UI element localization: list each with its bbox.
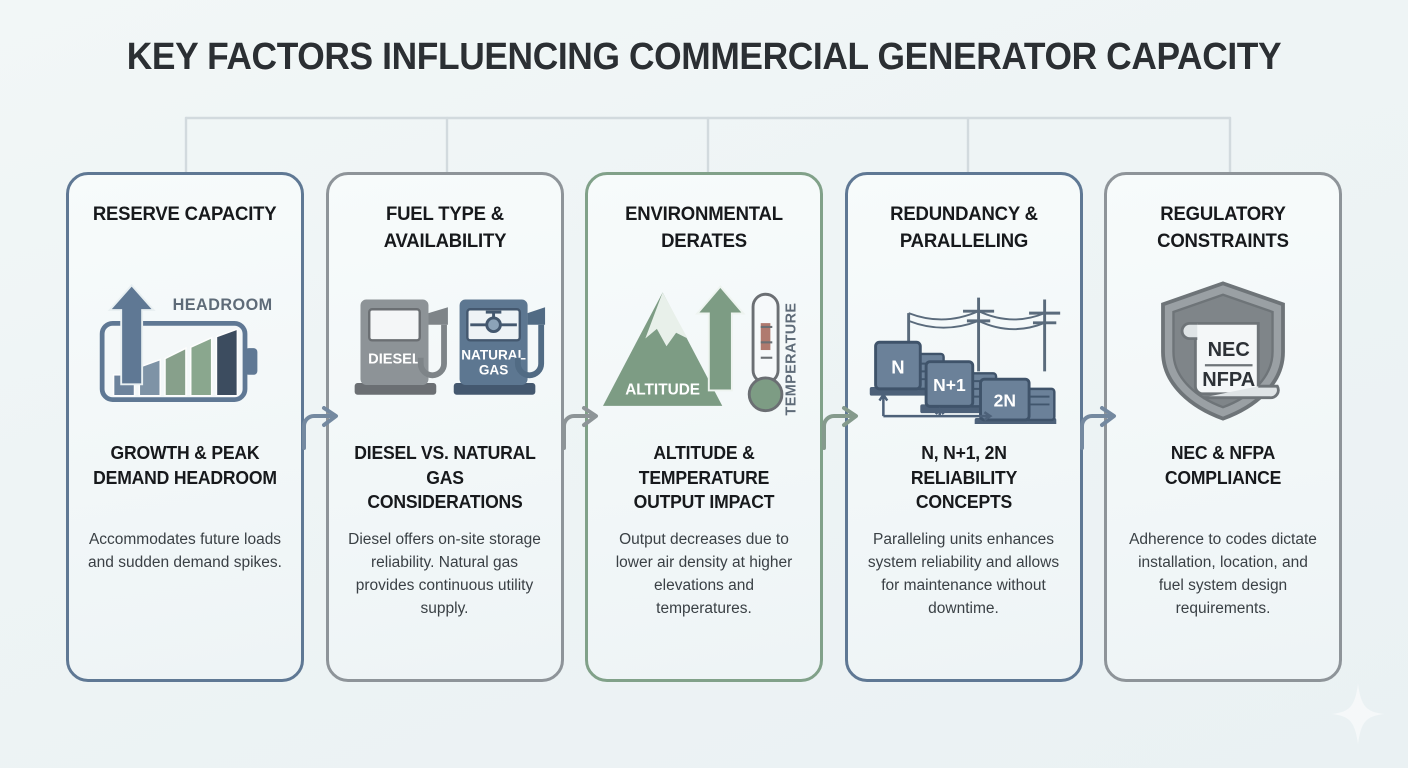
- card-regulatory-constraints[interactable]: REGULATORY CONSTRAINTS NEC NFPA NEC & NF…: [1104, 172, 1342, 682]
- card-description: Output decreases due to lower air densit…: [615, 531, 793, 617]
- card-title: REGULATORY CONSTRAINTS: [1157, 203, 1289, 252]
- card-subtitle: NEC & NFPA COMPLIANCE: [1164, 442, 1282, 488]
- two-n-label: 2N: [993, 390, 1015, 410]
- card-subtitle: DIESEL VS. NATURAL GAS CONSIDERATIONS: [353, 442, 536, 513]
- flow-arrow-2: [562, 406, 598, 450]
- flow-arrow-1: [302, 406, 338, 450]
- card-environmental-derates[interactable]: ENVIRONMENTAL DERATES ALTITUDE: [585, 172, 823, 682]
- factor-card-row: RESERVE CAPACITY HEADROOM GROWTH & P: [66, 172, 1342, 682]
- flow-arrow-4: [1080, 406, 1116, 450]
- altitude-mountain: ALTITUDE: [603, 292, 723, 406]
- temperature-thermometer: [747, 292, 784, 413]
- card-title: REDUNDANCY & PARALLELING: [889, 203, 1038, 252]
- card-title: FUEL TYPE & AVAILABILITY: [383, 203, 506, 252]
- diesel-pump: DIESEL: [354, 299, 448, 395]
- card-reserve-capacity[interactable]: RESERVE CAPACITY HEADROOM GROWTH & P: [66, 172, 304, 682]
- document-scroll: NEC NFPA: [1180, 321, 1280, 400]
- card-description: Adherence to codes dictate installation,…: [1129, 531, 1317, 617]
- card-description: Paralleling units enhances system reliab…: [867, 531, 1060, 617]
- card-description: Diesel offers on-site storage reliabilit…: [348, 531, 541, 617]
- feed-arrows: [877, 392, 993, 422]
- generator-2n: 2N: [974, 377, 1056, 424]
- natural-gas-pump: NATURAL GAS: [453, 299, 545, 395]
- sparkle-icon: [1332, 684, 1384, 744]
- card-description: Accommodates future loads and sudden dem…: [88, 531, 282, 571]
- flow-arrow-3: [822, 406, 858, 450]
- nfpa-label: NFPA: [1202, 369, 1255, 391]
- up-arrow-icon: [695, 285, 746, 392]
- diesel-label: DIESEL: [368, 352, 421, 368]
- generator-n-plus-1: N+1: [919, 360, 997, 414]
- generators-powerline-icon: N N+1 2N: [859, 267, 1069, 435]
- card-subtitle: ALTITUDE & TEMPERATURE OUTPUT IMPACT: [633, 442, 775, 513]
- card-subtitle: GROWTH & PEAK DEMAND HEADROOM: [93, 442, 277, 488]
- card-redundancy-paralleling[interactable]: REDUNDANCY & PARALLELING: [844, 172, 1083, 682]
- card-fuel-type-availability[interactable]: FUEL TYPE & AVAILABILITY DIESEL: [325, 172, 564, 682]
- n-plus-1-label: N+1: [933, 375, 966, 395]
- altitude-label: ALTITUDE: [625, 381, 700, 398]
- svg-text:GAS: GAS: [478, 362, 507, 377]
- shield-document-icon: NEC NFPA: [1118, 267, 1328, 435]
- page-title: KEY FACTORS INFLUENCING COMMERCIAL GENER…: [126, 36, 1282, 78]
- nec-label: NEC: [1208, 339, 1250, 361]
- temperature-label: TEMPERATURE: [783, 303, 799, 416]
- battery-headroom-icon: HEADROOM: [80, 267, 290, 435]
- card-title: ENVIRONMENTAL DERATES: [625, 203, 783, 252]
- card-title: RESERVE CAPACITY: [93, 203, 277, 225]
- n-label: N: [891, 356, 904, 377]
- top-bracket-connector: [184, 116, 1232, 174]
- headroom-label: HEADROOM: [173, 296, 273, 314]
- natural-gas-label: NATURAL: [461, 348, 526, 363]
- mountain-thermometer-icon: ALTITUDE TEMPERATURE: [599, 267, 809, 435]
- fuel-pumps-icon: DIESEL NATURAL GAS: [340, 267, 550, 435]
- card-subtitle: N, N+1, 2N RELIABILITY CONCEPTS: [910, 442, 1017, 513]
